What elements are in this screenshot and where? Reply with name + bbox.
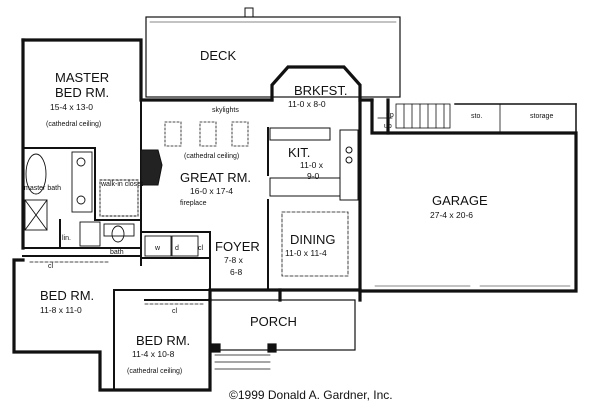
dining-label: DINING bbox=[290, 232, 336, 247]
master-bath-label: master bath bbox=[24, 185, 61, 192]
master-note: (cathedral ceiling) bbox=[46, 121, 101, 128]
great-note: (cathedral ceiling) bbox=[184, 153, 239, 160]
bath-label: bath bbox=[110, 249, 124, 256]
skylights-marks bbox=[164, 121, 249, 147]
master-label-2: BED RM. bbox=[55, 85, 109, 100]
great-dims: 16-0 x 17-4 bbox=[190, 186, 233, 196]
master-dims: 15-4 x 13-0 bbox=[50, 102, 93, 112]
washer-label: w bbox=[154, 245, 161, 252]
kit-dims-1: 11-0 x bbox=[300, 160, 324, 170]
bed3-note: (cathedral ceiling) bbox=[127, 368, 182, 375]
dining-dims: 11-0 x 11-4 bbox=[285, 248, 327, 258]
walk-in-label: walk-in closet bbox=[100, 181, 143, 188]
left-closet-label: cl bbox=[48, 263, 54, 270]
copyright-text: ©1999 Donald A. Gardner, Inc. bbox=[229, 388, 393, 402]
fireplace-shape bbox=[140, 149, 163, 186]
exterior-walls bbox=[12, 38, 578, 392]
closet-lines bbox=[29, 261, 206, 305]
porch-label: PORCH bbox=[250, 314, 297, 329]
sto-label: sto. bbox=[471, 113, 482, 120]
kit-label: KIT. bbox=[288, 145, 310, 160]
skylights-label: skylights bbox=[212, 107, 239, 114]
lin-label: lin. bbox=[62, 235, 71, 242]
bed3-closet-label: cl bbox=[172, 308, 178, 315]
foyer-closet-label: cl bbox=[198, 245, 204, 252]
kitchen-counters bbox=[269, 127, 359, 201]
dining-ceiling bbox=[281, 211, 349, 277]
great-label: GREAT RM. bbox=[180, 170, 251, 185]
master-bath-fixtures bbox=[24, 151, 139, 231]
garage-label: GARAGE bbox=[432, 193, 488, 208]
brkfst-dims: 11-0 x 8-0 bbox=[288, 99, 326, 109]
deck-label: DECK bbox=[200, 48, 236, 63]
foyer-dims-2: 6-8 bbox=[230, 267, 243, 277]
brkfst-label: BRKFST. bbox=[294, 83, 347, 98]
up-label-2: up bbox=[384, 123, 392, 130]
bed3-dims: 11-4 x 10-8 bbox=[132, 349, 175, 359]
bed3-label: BED RM. bbox=[136, 333, 190, 348]
interior-walls bbox=[22, 99, 269, 391]
porch-outline bbox=[209, 299, 356, 370]
bed2-label: BED RM. bbox=[40, 288, 94, 303]
up-label-1: up bbox=[386, 112, 394, 119]
storage-label: storage bbox=[530, 113, 553, 120]
dryer-label: d bbox=[175, 245, 179, 252]
garage-dims: 27-4 x 20-6 bbox=[430, 210, 473, 220]
laundry-units bbox=[144, 235, 199, 257]
fireplace-label: fireplace bbox=[180, 200, 207, 207]
foyer-dims-1: 7-8 x bbox=[224, 255, 244, 265]
kit-dims-2: 9-0 bbox=[307, 171, 320, 181]
foyer-label: FOYER bbox=[215, 239, 260, 254]
master-label-1: MASTER bbox=[55, 70, 109, 85]
hall-bath-fixtures bbox=[79, 221, 135, 247]
bed2-dims: 11-8 x 11-0 bbox=[40, 305, 82, 315]
stairs bbox=[377, 103, 577, 134]
